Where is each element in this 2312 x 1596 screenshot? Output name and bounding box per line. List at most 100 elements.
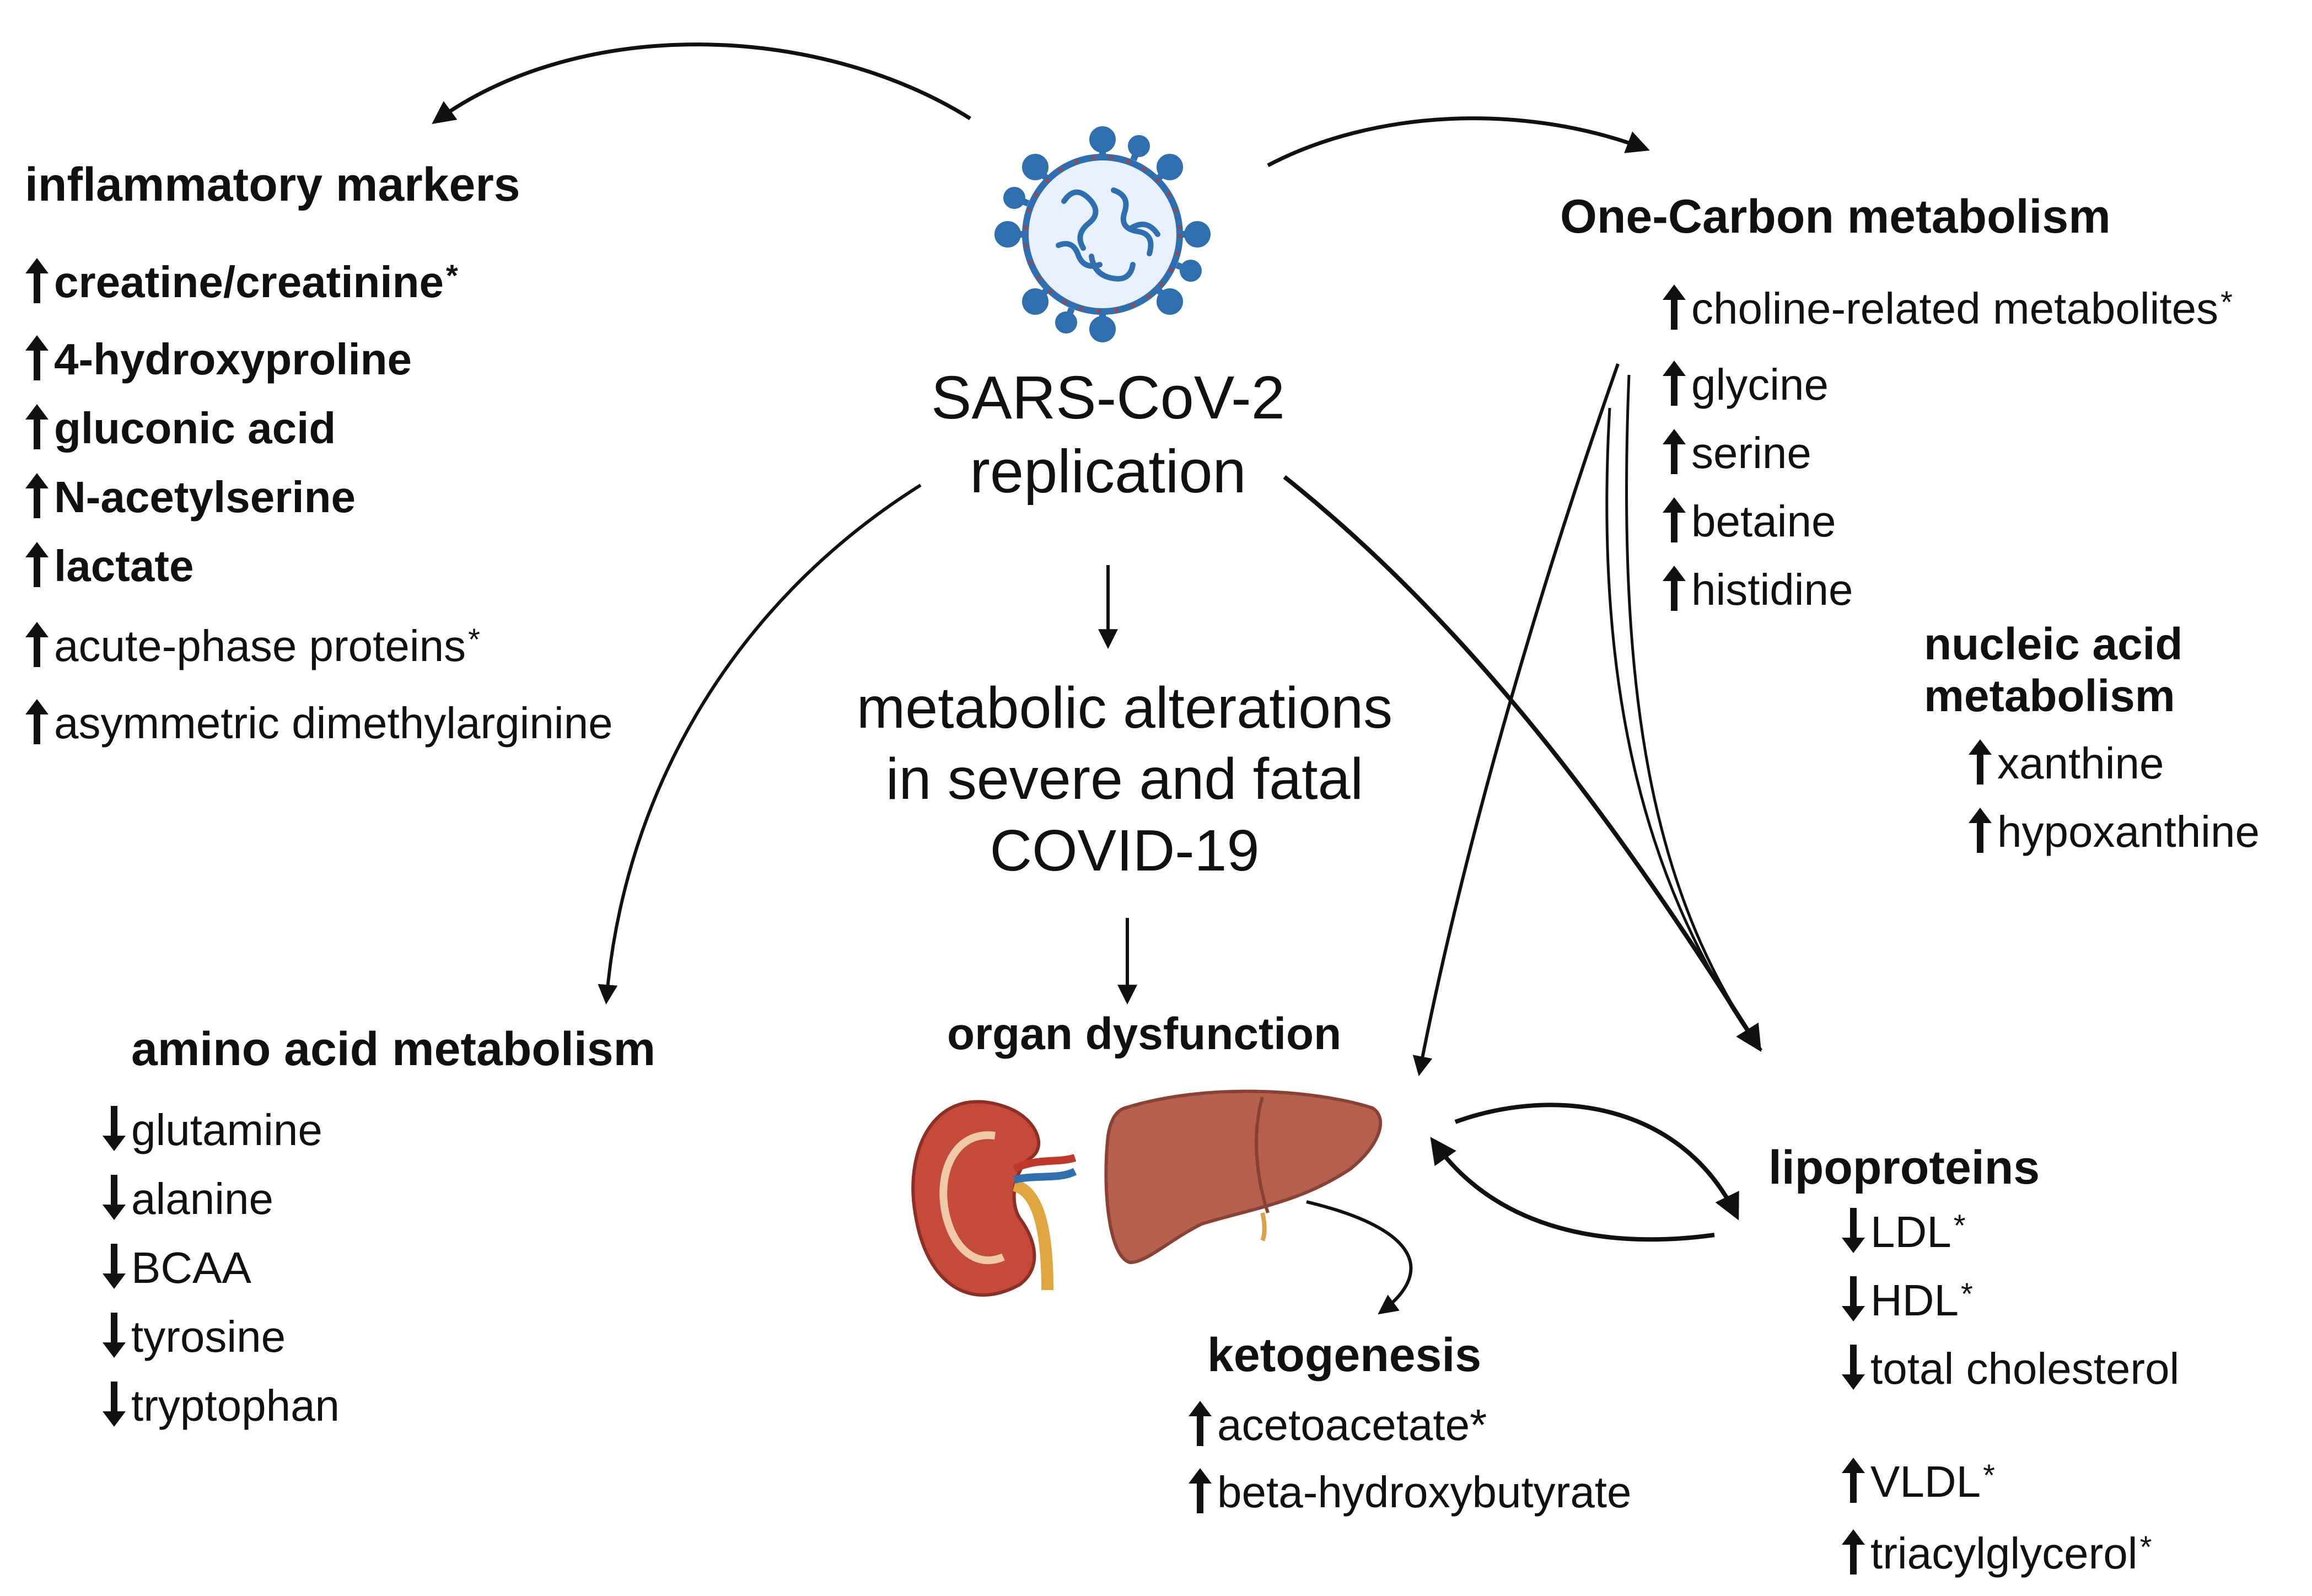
lipoproteins-title: lipoproteins — [1768, 1141, 2040, 1194]
one-carbon-item: choline-related metabolites* — [1659, 284, 2233, 333]
arrow-up-icon — [25, 258, 49, 303]
inflammatory-item: acute-phase proteins* — [22, 621, 480, 670]
lipoproteins-item: HDL* — [1838, 1276, 1973, 1323]
arrow-up-icon — [1663, 429, 1686, 474]
virus-title: SARS-CoV-2 replication — [871, 361, 1345, 509]
metabolite-label: choline-related metabolites — [1691, 284, 2219, 333]
metabolite-label: N-acetylserine — [54, 472, 356, 522]
one-carbon-item: glycine — [1659, 360, 1829, 409]
arrow-up-icon — [1969, 739, 1992, 784]
amino-item: BCAA — [99, 1243, 251, 1292]
nucleic-title-line-1: nucleic acid — [1924, 619, 2183, 669]
arrow-down-icon — [1842, 1345, 1865, 1390]
metabolite-label: acetoacetate* — [1217, 1400, 1487, 1449]
metabolite-label: triacylglycerol — [1870, 1529, 2138, 1578]
one-carbon-item: serine — [1659, 428, 1811, 477]
lipoproteins-item: total cholesterol — [1838, 1344, 2180, 1393]
arrow-up-icon — [1842, 1458, 1865, 1503]
arrow-organ-to-lipoproteins — [1454, 1103, 1739, 1221]
inflammatory-item: creatine/creatinine* — [22, 258, 458, 304]
arrow-onecarbon-to-lipo-1 — [1605, 407, 1761, 1050]
nucleic-title: nucleic acid metabolism — [1924, 619, 2182, 723]
amino-item: tryptophan — [99, 1382, 340, 1428]
amino-title: amino acid metabolism — [131, 1023, 656, 1076]
arrow-down-icon — [1842, 1276, 1865, 1321]
arrow-up-icon — [1663, 361, 1686, 406]
center-title: metabolic alterations in severe and fata… — [761, 673, 1488, 886]
lipoproteins-item: triacylglycerol * — [1838, 1529, 2152, 1578]
metabolite-label: histidine — [1691, 565, 1853, 614]
arrow-liver-to-ketogenesis — [1306, 1200, 1413, 1315]
organ-title: organ dysfunction — [947, 1009, 1342, 1059]
nucleic-title-line-2: metabolism — [1924, 671, 2175, 722]
nucleic-item: hypoxanthine — [1965, 807, 2260, 856]
metabolite-label: xanthine — [1997, 739, 2164, 788]
arrow-up-icon — [25, 622, 49, 667]
asterisk-mark: * — [446, 258, 458, 293]
arrow-up-icon — [25, 542, 49, 587]
arrow-up-icon — [1969, 808, 1992, 853]
metabolite-label: alanine — [131, 1174, 274, 1223]
asterisk-mark: * — [2220, 284, 2233, 319]
metabolite-label: beta-hydroxybutyrate — [1217, 1468, 1632, 1517]
inflammatory-item: 4-hydroxyproline — [22, 335, 412, 384]
virus-title-line-2: replication — [970, 438, 1246, 506]
metabolite-label: total cholesterol — [1870, 1344, 2180, 1393]
metabolite-label: lactate — [54, 541, 194, 590]
virus-icon — [994, 126, 1211, 342]
amino-item: tyrosine — [99, 1312, 286, 1361]
lipoproteins-item: VLDL* — [1838, 1457, 1995, 1506]
metabolite-label: serine — [1691, 428, 1811, 477]
arrow-up-icon — [25, 473, 49, 518]
metabolite-label: acute-phase proteins — [54, 621, 466, 670]
arrow-up-icon — [1663, 284, 1686, 330]
metabolite-label: asymmetric dimethylarginine — [54, 698, 613, 748]
metabolite-label: gluconic acid — [54, 404, 336, 453]
arrow-down-icon — [103, 1313, 126, 1358]
arrow-onecarbon-to-lipo-2 — [1625, 374, 1763, 1051]
nucleic-item: xanthine — [1965, 739, 2164, 788]
asterisk-mark: * — [1961, 1276, 1973, 1311]
arrow-down-icon — [103, 1106, 126, 1151]
center-line-3: COVID-19 — [990, 818, 1260, 883]
virus-title-line-1: SARS-CoV-2 — [931, 364, 1285, 432]
arrow-up-icon — [1189, 1468, 1212, 1513]
arrow-down-icon — [1842, 1208, 1865, 1253]
center-line-2: in severe and fatal — [885, 746, 1364, 812]
inflammatory-title: inflammatory markers — [25, 158, 520, 211]
arrow-up-icon — [25, 699, 49, 744]
liver-icon — [1104, 1089, 1383, 1265]
arrow-down-icon — [103, 1175, 126, 1220]
arrow-up-icon — [1842, 1529, 1865, 1574]
metabolite-label: LDL — [1870, 1207, 1951, 1256]
arrow-down-icon — [103, 1382, 126, 1427]
metabolite-label: glutamine — [131, 1105, 322, 1154]
center-line-1: metabolic alterations — [856, 675, 1393, 740]
arrow-virus-to-amino — [598, 483, 922, 1005]
lipoproteins-item: LDL* — [1838, 1207, 1966, 1256]
arrow-up-icon — [25, 335, 49, 380]
metabolite-label: tyrosine — [131, 1312, 286, 1361]
one-carbon-title: One-Carbon metabolism — [1560, 190, 2111, 243]
metabolite-label: glycine — [1691, 360, 1829, 409]
asterisk-mark: * — [1983, 1458, 1995, 1492]
arrow-down-icon — [103, 1244, 126, 1289]
metabolite-label: hypoxanthine — [1997, 807, 2260, 856]
amino-item: glutamine — [99, 1105, 322, 1154]
metabolite-label: 4-hydroxyproline — [54, 335, 412, 384]
arrow-lipoproteins-to-organ — [1430, 1137, 1715, 1242]
metabolite-label: BCAA — [131, 1243, 251, 1292]
arrow-virus-to-inflammatory — [432, 42, 971, 124]
one-carbon-item: histidine — [1659, 565, 1853, 614]
asterisk-mark: * — [2139, 1529, 2152, 1564]
amino-item: alanine — [99, 1174, 274, 1223]
inflammatory-item: asymmetric dimethylarginine — [22, 698, 613, 748]
inflammatory-item: N-acetylserine — [22, 472, 356, 522]
arrow-virus-to-lipoproteins — [1283, 475, 1762, 1052]
inflammatory-item: lactate — [22, 541, 194, 590]
ketogenesis-item: beta-hydroxybutyrate — [1185, 1468, 1632, 1517]
metabolite-label: betaine — [1691, 497, 1836, 546]
inflammatory-item: gluconic acid — [22, 404, 336, 453]
metabolite-label: VLDL — [1870, 1457, 1981, 1506]
